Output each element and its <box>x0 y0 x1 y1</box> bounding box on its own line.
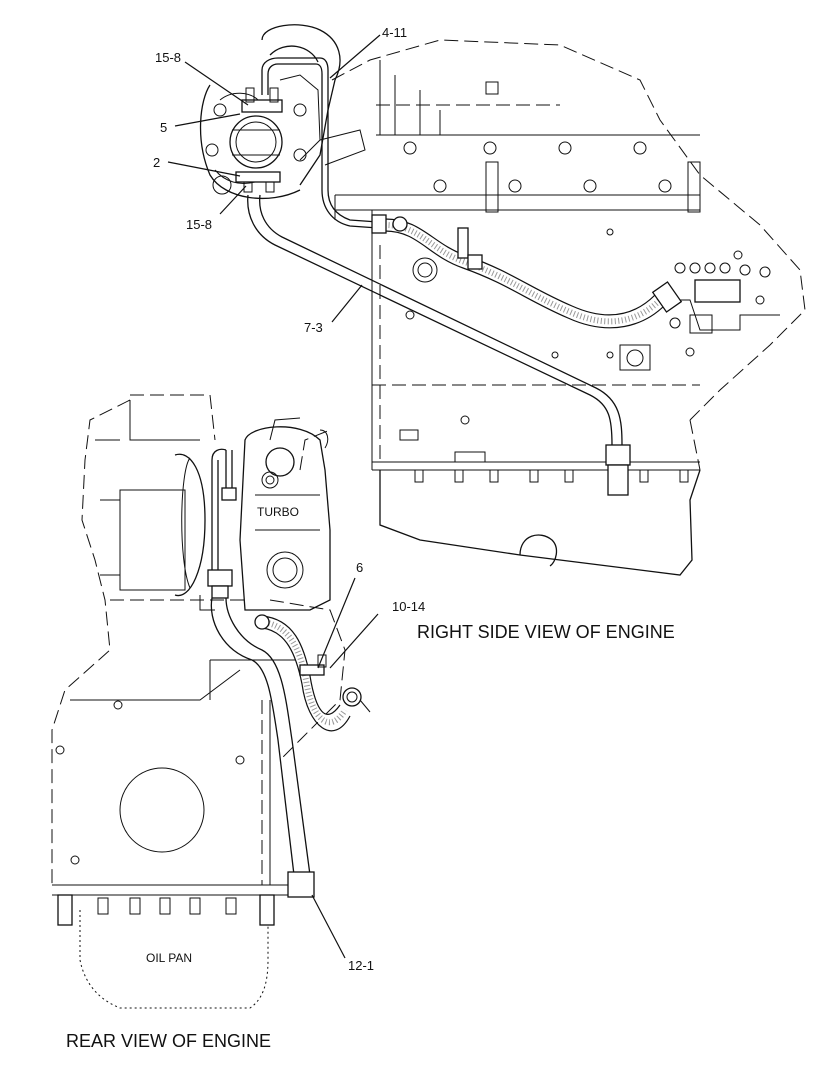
callout-12-1: 12-1 <box>348 958 374 973</box>
rear-view-caption: REAR VIEW OF ENGINE <box>66 1031 271 1051</box>
oil-pan-label: OIL PAN <box>146 951 192 965</box>
callout-2: 2 <box>153 155 160 170</box>
callout-15-8-top: 15-8 <box>155 50 181 65</box>
callout-15-8-bottom: 15-8 <box>186 217 212 232</box>
turbo-exhaust-elbow <box>199 24 366 200</box>
callout-5: 5 <box>160 120 167 135</box>
turbo-oil-lines-upper <box>247 57 683 496</box>
right-side-view-caption: RIGHT SIDE VIEW OF ENGINE <box>417 622 675 642</box>
turbocharger <box>239 417 331 611</box>
callout-10-14: 10-14 <box>392 599 425 614</box>
oil-supply-flange-assembly <box>229 87 283 193</box>
callout-4-11: 4-11 <box>382 25 407 40</box>
right-side-engine-outline <box>331 39 806 576</box>
turbo-oil-lines-rear <box>207 448 371 898</box>
rear-engine-outline <box>51 394 346 1009</box>
turbo-label: TURBO <box>257 505 299 519</box>
callout-6: 6 <box>356 560 363 575</box>
callout-7-3: 7-3 <box>304 320 323 335</box>
callout-leaders <box>167 34 381 959</box>
